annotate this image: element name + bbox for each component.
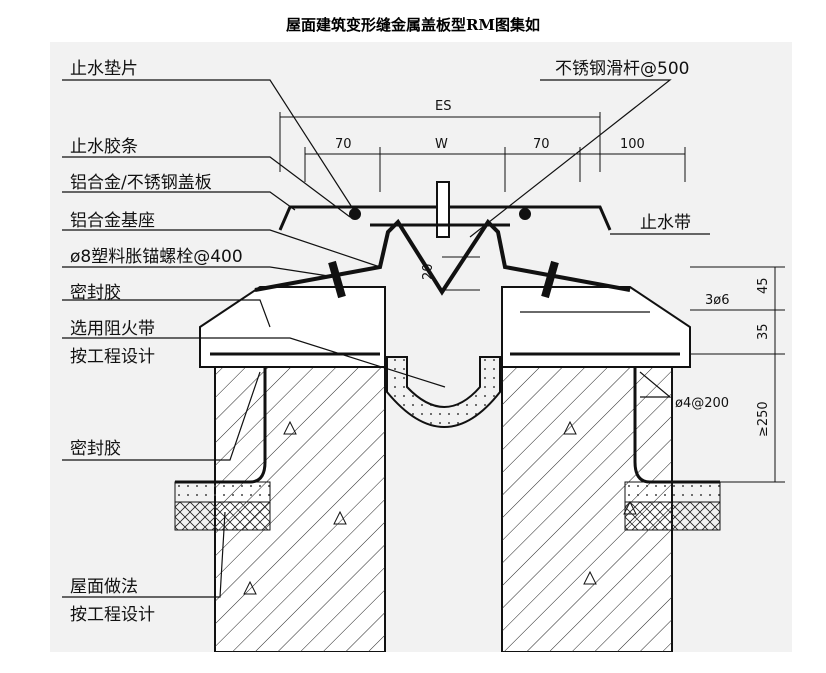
- leader-lines: [62, 79, 710, 598]
- label-waterstop-belt: 止水带: [640, 213, 691, 233]
- label-sealant-top: 密封胶: [70, 283, 121, 303]
- right-gasket: [519, 208, 531, 220]
- rod-bolt: [436, 181, 450, 238]
- left-anchor-bolt: [328, 260, 346, 299]
- label-sliding-rod: 不锈钢滑杆@500: [555, 59, 689, 79]
- dim-h3: ≥250: [756, 401, 771, 437]
- right-anchor-bolt: [541, 260, 559, 299]
- left-upstand: [199, 286, 386, 368]
- label-fire-barrier: 选用阻火带: [70, 319, 155, 339]
- top-dimensions: [279, 112, 686, 192]
- dim-w: W: [435, 137, 448, 152]
- label-anchor-bolt: ø8塑料胀锚螺栓@400: [70, 247, 243, 267]
- label-rebar: 3ø6: [705, 293, 730, 308]
- left-roof-layers: [174, 367, 271, 531]
- expansion-joint-diagram: ES 70 W 70 100 20 45 35 ≥250 止水垫片 止水胶条 铝…: [50, 42, 792, 652]
- dim-h2: 35: [756, 323, 771, 340]
- label-rebar-spacing: ø4@200: [675, 396, 729, 411]
- right-roof-layers: [624, 367, 721, 531]
- label-per-design-1: 按工程设计: [70, 347, 155, 367]
- dim-left-flange: 70: [335, 137, 352, 152]
- page-title: 屋面建筑变形缝金属盖板型RM图集如: [285, 16, 541, 34]
- left-wall: [214, 356, 386, 652]
- label-per-design-2: 按工程设计: [70, 605, 155, 625]
- right-dimensions: [690, 266, 785, 483]
- fire-barrier: [386, 356, 501, 428]
- dim-gap-depth: 20: [421, 263, 436, 280]
- dim-right-flange: 70: [533, 137, 550, 152]
- label-sealant-bottom: 密封胶: [70, 439, 121, 459]
- aluminium-base: [254, 218, 631, 296]
- left-gasket: [349, 208, 361, 220]
- label-aluminium-base: 铝合金基座: [70, 211, 155, 231]
- label-cover-plate: 铝合金/不锈钢盖板: [70, 173, 212, 193]
- label-roof-build-up: 屋面做法: [70, 577, 138, 597]
- dim-extra: 100: [620, 137, 645, 152]
- dim-es: ES: [435, 99, 451, 114]
- label-waterstop-strip: 止水胶条: [70, 137, 138, 157]
- label-waterstop-washer: 止水垫片: [70, 59, 138, 79]
- dim-h1: 45: [756, 277, 771, 294]
